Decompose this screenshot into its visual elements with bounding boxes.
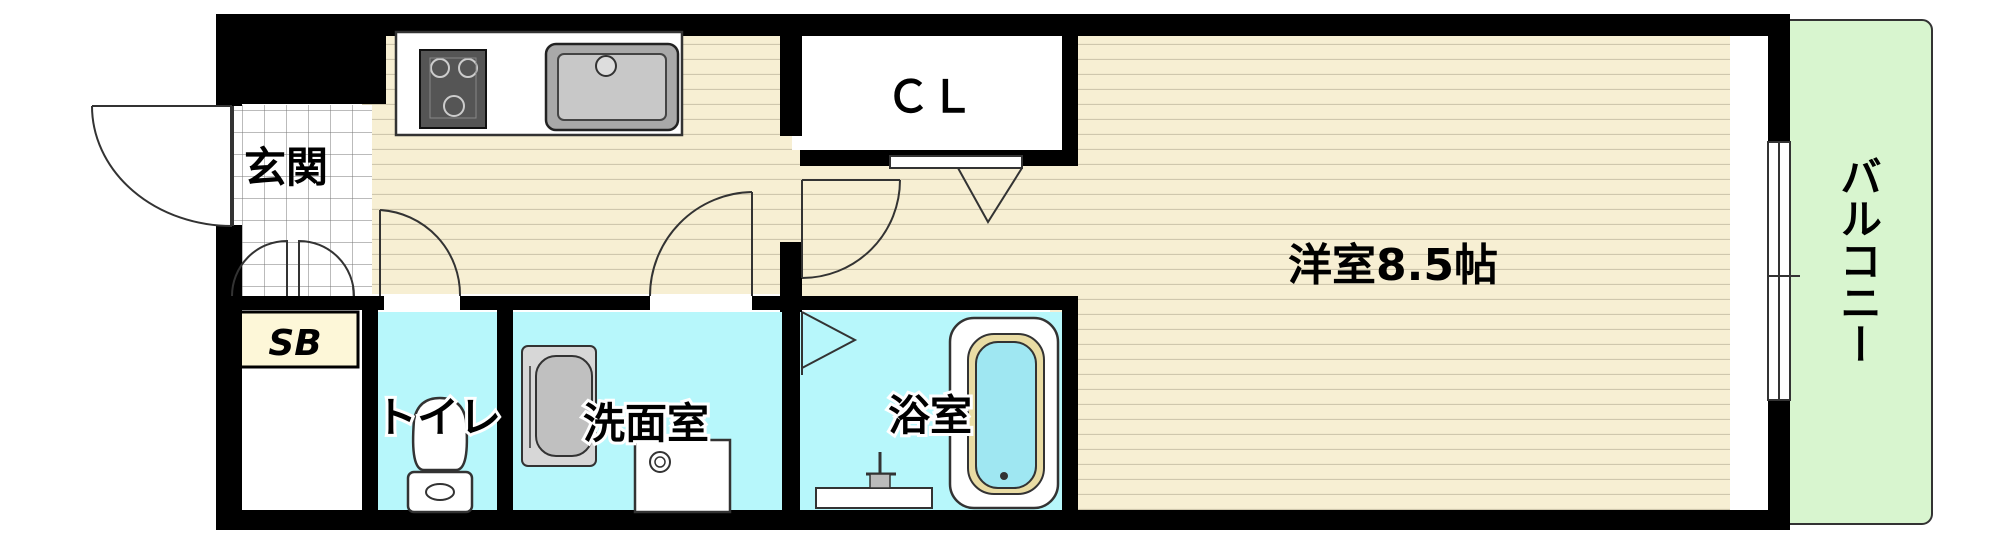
closet-door bbox=[889, 155, 1023, 224]
toilet-icon bbox=[406, 396, 474, 514]
bathtub-icon bbox=[948, 316, 1060, 510]
washbasin-icon bbox=[521, 345, 597, 467]
faucet-icon bbox=[815, 452, 933, 509]
hall-floor bbox=[792, 150, 1062, 298]
shoe-box-label: SB bbox=[268, 323, 321, 364]
closet-label: ＣＬ bbox=[886, 72, 974, 123]
washroom-label: 洗面室 bbox=[583, 399, 709, 448]
western-room-label: 洋室8.5帖 bbox=[1288, 240, 1498, 291]
balcony-label: バルコニー bbox=[1834, 155, 1883, 365]
bathroom-door bbox=[801, 311, 858, 375]
shoe-box-area bbox=[232, 312, 358, 367]
toilet-label: トイレ bbox=[375, 393, 501, 442]
sink-icon bbox=[544, 42, 680, 132]
closet-floor bbox=[800, 32, 1062, 156]
entrance-door bbox=[91, 105, 234, 227]
entrance-label: 玄関 bbox=[244, 143, 328, 192]
shoe-box-doors bbox=[231, 239, 355, 297]
washing-machine-icon bbox=[633, 438, 732, 514]
bathroom-label: 浴室 bbox=[888, 391, 972, 440]
walls bbox=[216, 14, 1790, 530]
entrance-floor bbox=[232, 105, 372, 300]
western-room-floor bbox=[1050, 24, 1730, 527]
western-room-door bbox=[801, 179, 901, 279]
balcony-window bbox=[1767, 141, 1800, 401]
toilet-door bbox=[379, 209, 462, 297]
stove-icon bbox=[419, 49, 487, 129]
washroom-door bbox=[649, 191, 753, 297]
shoe-box-outline bbox=[230, 310, 360, 369]
